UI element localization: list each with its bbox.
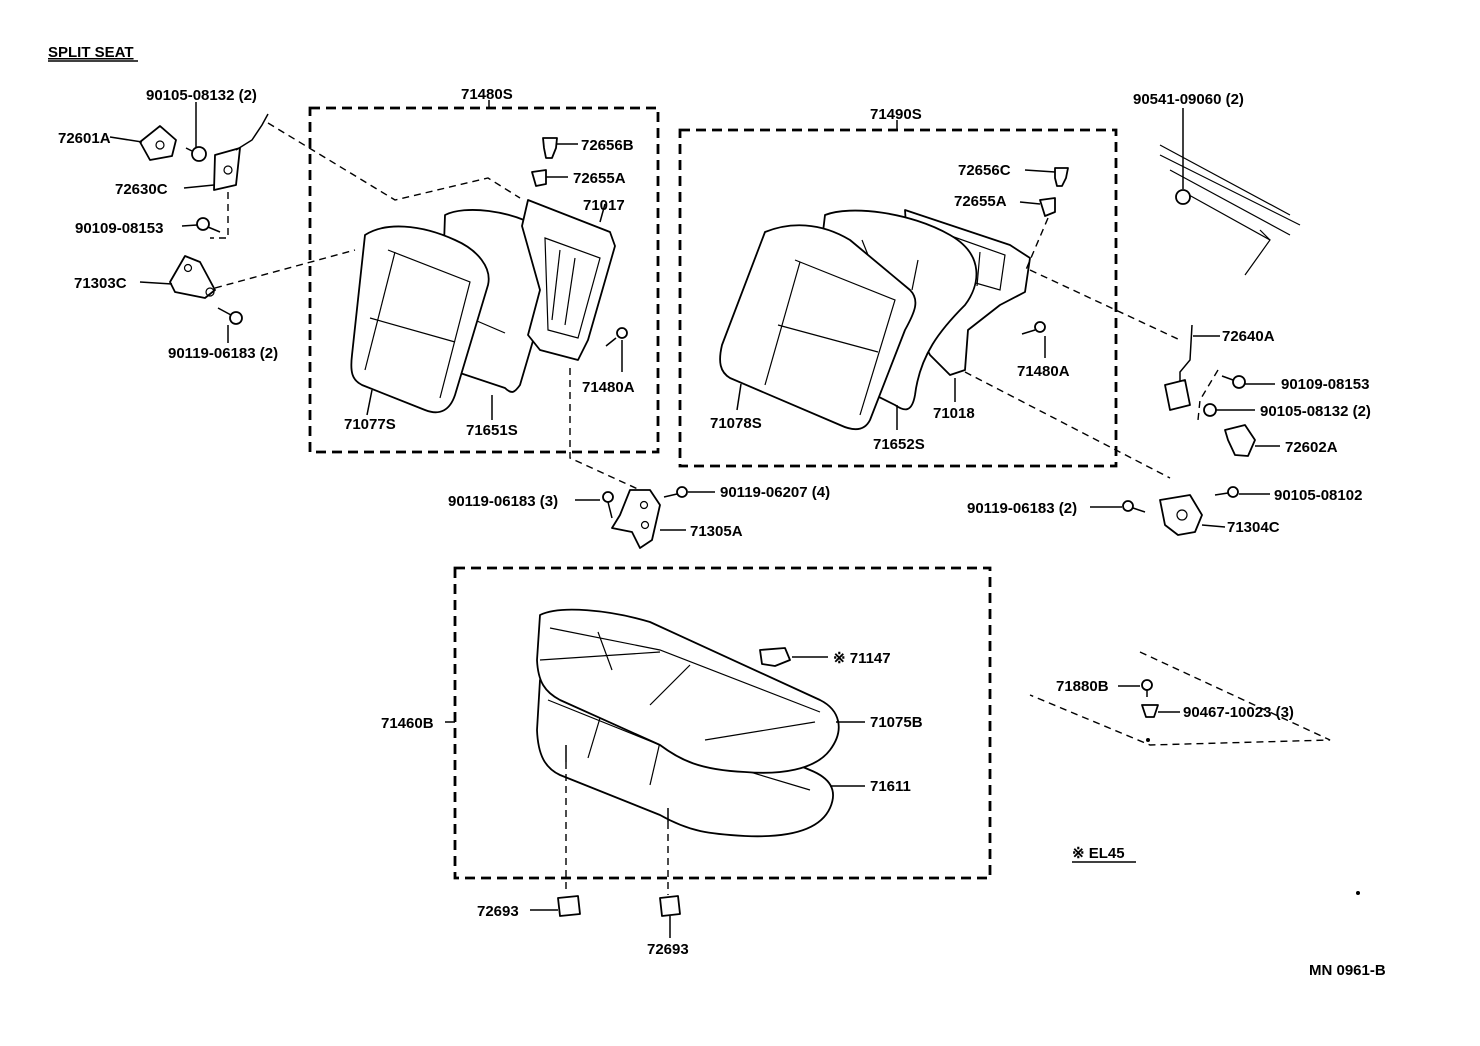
label-90105-08102: 90105-08102 [1274, 487, 1362, 504]
bracket-71304C [1159, 494, 1203, 536]
bolt-90109-08153-right [1221, 375, 1246, 389]
label-72602A: 72602A [1285, 439, 1338, 456]
label-90109-08153-left: 90109-08153 [75, 220, 163, 237]
label-90109-08153-right: 90109-08153 [1281, 376, 1369, 393]
label-72656C: 72656C [958, 162, 1011, 179]
bolt-72655A-right [1039, 197, 1056, 217]
bolt-90119-06207 [663, 486, 688, 498]
label-71480S: 71480S [461, 86, 513, 103]
nut-90541-09060 [1175, 189, 1191, 205]
label-71077S: 71077S [344, 416, 396, 433]
screw-71480A-right [1021, 321, 1046, 335]
label-90119-06183-center: 90119-06183 (3) [448, 493, 558, 510]
bolt-90119-06183-center [602, 491, 614, 519]
label-71078S: 71078S [710, 415, 762, 432]
label-71611: 71611 [870, 778, 911, 795]
clip-72693-b [659, 895, 681, 917]
pin-71880B [1141, 679, 1153, 697]
bracket-72602A [1224, 424, 1256, 457]
clip-72693-a [557, 895, 581, 917]
seatback-cover-71078S [719, 224, 917, 431]
label-71147: ※ 71147 [833, 650, 891, 667]
label-90119-06207: 90119-06207 (4) [720, 484, 830, 501]
label-71880B: 71880B [1056, 678, 1109, 695]
label-72656B: 72656B [581, 137, 634, 154]
nut-90105-08132-left [185, 146, 207, 162]
label-71490S: 71490S [870, 106, 922, 123]
group-box-71460B [453, 566, 992, 880]
diagram-title: SPLIT SEAT [48, 44, 134, 61]
label-90119-06183-right: 90119-06183 (2) [967, 500, 1077, 517]
cushion-cover-71075B [536, 608, 840, 774]
label-72693-b: 72693 [647, 941, 689, 958]
bolt-72656C [1054, 167, 1069, 187]
label-71652S: 71652S [873, 436, 925, 453]
label-71303C: 71303C [74, 275, 127, 292]
group-box-71490S [678, 128, 1118, 468]
seatback-cover-71077S [350, 225, 490, 414]
nut-90105-08132-right [1203, 403, 1217, 417]
bracket-71303C [169, 255, 216, 299]
drawing-number: MN 0961-B [1309, 962, 1386, 979]
bolt-90109-08153-left [196, 217, 221, 233]
label-71075B: 71075B [870, 714, 923, 731]
group-box-71480S [308, 106, 660, 454]
label-71480A-left: 71480A [582, 379, 635, 396]
label-71651S: 71651S [466, 422, 518, 439]
note-el45: ※ EL45 [1072, 845, 1125, 862]
vehicle-body-outline [1159, 144, 1301, 276]
bolt-90119-06183-right [1122, 500, 1146, 513]
bolt-72656B [542, 137, 558, 159]
label-71018: 71018 [933, 405, 975, 422]
label-71480A-right: 71480A [1017, 363, 1070, 380]
label-72630C: 72630C [115, 181, 168, 198]
label-71460B: 71460B [381, 715, 434, 732]
label-90467-10023: 90467-10023 (3) [1183, 704, 1294, 721]
label-71017: 71017 [583, 197, 625, 214]
label-90119-06183-left: 90119-06183 (2) [168, 345, 278, 362]
label-90105-08132-right: 90105-08132 (2) [1260, 403, 1371, 420]
label-72655A-right: 72655A [954, 193, 1007, 210]
label-72655A-left: 72655A [573, 170, 626, 187]
label-72693-a: 72693 [477, 903, 519, 920]
hinge-72630C [213, 147, 241, 191]
nut-90467-10023 [1141, 704, 1159, 718]
bolt-90105-08102 [1214, 486, 1239, 498]
bolt-90119-06183-left [217, 307, 243, 325]
clip-71147 [759, 647, 791, 667]
label-71304C: 71304C [1227, 519, 1280, 536]
bolt-72655A-left [531, 169, 547, 187]
screw-71480A-left [605, 327, 628, 347]
label-72640A: 72640A [1222, 328, 1275, 345]
bracket-72601A [139, 125, 177, 161]
label-71305A: 71305A [690, 523, 743, 540]
bracket-71305A [611, 489, 661, 549]
label-90105-08132-left: 90105-08132 (2) [146, 87, 257, 104]
floor-panel-outline [1029, 651, 1331, 746]
label-90541-09060: 90541-09060 (2) [1133, 91, 1244, 108]
label-72601A: 72601A [58, 130, 111, 147]
